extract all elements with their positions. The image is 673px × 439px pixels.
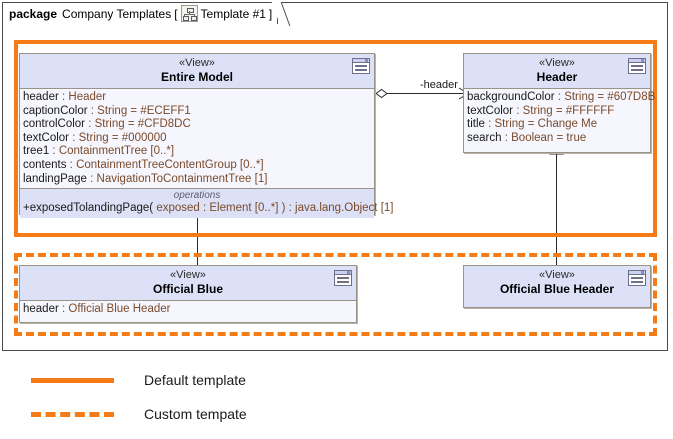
attribute-row: textColor : String = #000000 [23, 131, 167, 144]
attribute-row: header : Official Blue Header [23, 303, 171, 315]
class-stereotype: «View» [539, 269, 575, 281]
association-label: -header [420, 79, 458, 91]
legend-swatch-solid [31, 377, 114, 383]
class-box-official-blue[interactable]: «View» Official Blue header : Official B… [19, 265, 357, 323]
attribute-row: header : Header [23, 91, 107, 103]
class-box-official-blue-header[interactable]: «View» Official Blue Header [463, 265, 651, 308]
package-subname: Template #1 [200, 6, 266, 21]
aggregation-diamond-icon [375, 88, 388, 99]
package-tree-icon [180, 5, 198, 22]
attribute-row: textColor : String = #FFFFFF [467, 104, 615, 117]
attributes-compartment-header: backgroundColor : String = #607D8B textC… [464, 89, 656, 147]
legend-label: Default template [144, 372, 246, 388]
operations-compartment-entire-model: +exposedTolandingPage( exposed : Element… [20, 202, 394, 218]
generalization-line-right [556, 153, 557, 273]
class-header-header: «View» Header [464, 54, 650, 89]
class-box-entire-model[interactable]: «View» Entire Model header : Header capt… [19, 53, 394, 218]
class-header-entire-model: «View» Entire Model [20, 54, 374, 89]
view-class-icon [334, 270, 352, 286]
attribute-row: search : Boolean = true [467, 131, 587, 144]
package-name: Company Templates [62, 6, 172, 21]
class-title: Entire Model [160, 70, 233, 84]
legend-swatch-dashed [31, 411, 114, 417]
attribute-row: contents : ContainmentTreeContentGroup [… [23, 158, 264, 171]
attribute-row: landingPage : NavigationToContainmentTre… [23, 172, 268, 185]
class-header-official-blue: «View» Official Blue [20, 266, 356, 301]
class-header-official-blue-header: «View» Official Blue Header [464, 266, 650, 307]
view-class-icon [628, 270, 646, 286]
class-stereotype: «View» [179, 57, 215, 69]
default-template-region [14, 40, 657, 237]
attribute-row: captionColor : String = #ECEFF1 [23, 104, 191, 117]
view-class-icon [352, 58, 370, 74]
attribute-row: tree1 : ContainmentTree [0..*] [23, 145, 175, 158]
operations-compartment-label: operations [20, 188, 374, 203]
attribute-row: backgroundColor : String = #607D8B [467, 91, 656, 103]
package-bracket-close: ] [268, 6, 273, 21]
class-stereotype: «View» [170, 269, 206, 281]
operation-row: +exposedTolandingPage( exposed : Element… [23, 202, 394, 215]
package-bracket-open: [ [174, 6, 178, 21]
class-box-header[interactable]: «View» Header backgroundColor : String =… [463, 53, 656, 153]
class-title: Official Blue Header [499, 282, 615, 296]
legend: Default template Custom tempate [0, 355, 673, 439]
legend-label: Custom tempate [144, 406, 247, 422]
package-header-tab[interactable]: package Company Templates [ Template #1 … [2, 2, 291, 26]
custom-template-region [14, 253, 657, 336]
attribute-row: title : String = Change Me [467, 118, 598, 131]
legend-item-custom: Custom tempate [31, 406, 247, 422]
package-keyword: package [9, 6, 58, 21]
association-line [381, 93, 467, 94]
attribute-row: controlColor : String = #CFD8DC [23, 118, 191, 131]
class-title: Header [536, 70, 578, 84]
generalization-line-left [197, 215, 198, 273]
attributes-compartment-entire-model: header : Header captionColor : String = … [20, 89, 374, 188]
legend-item-default: Default template [31, 372, 246, 388]
view-class-icon [628, 58, 646, 74]
attributes-compartment-official-blue: header : Official Blue Header [20, 301, 356, 319]
class-title: Official Blue [152, 282, 223, 296]
class-stereotype: «View» [539, 57, 575, 69]
